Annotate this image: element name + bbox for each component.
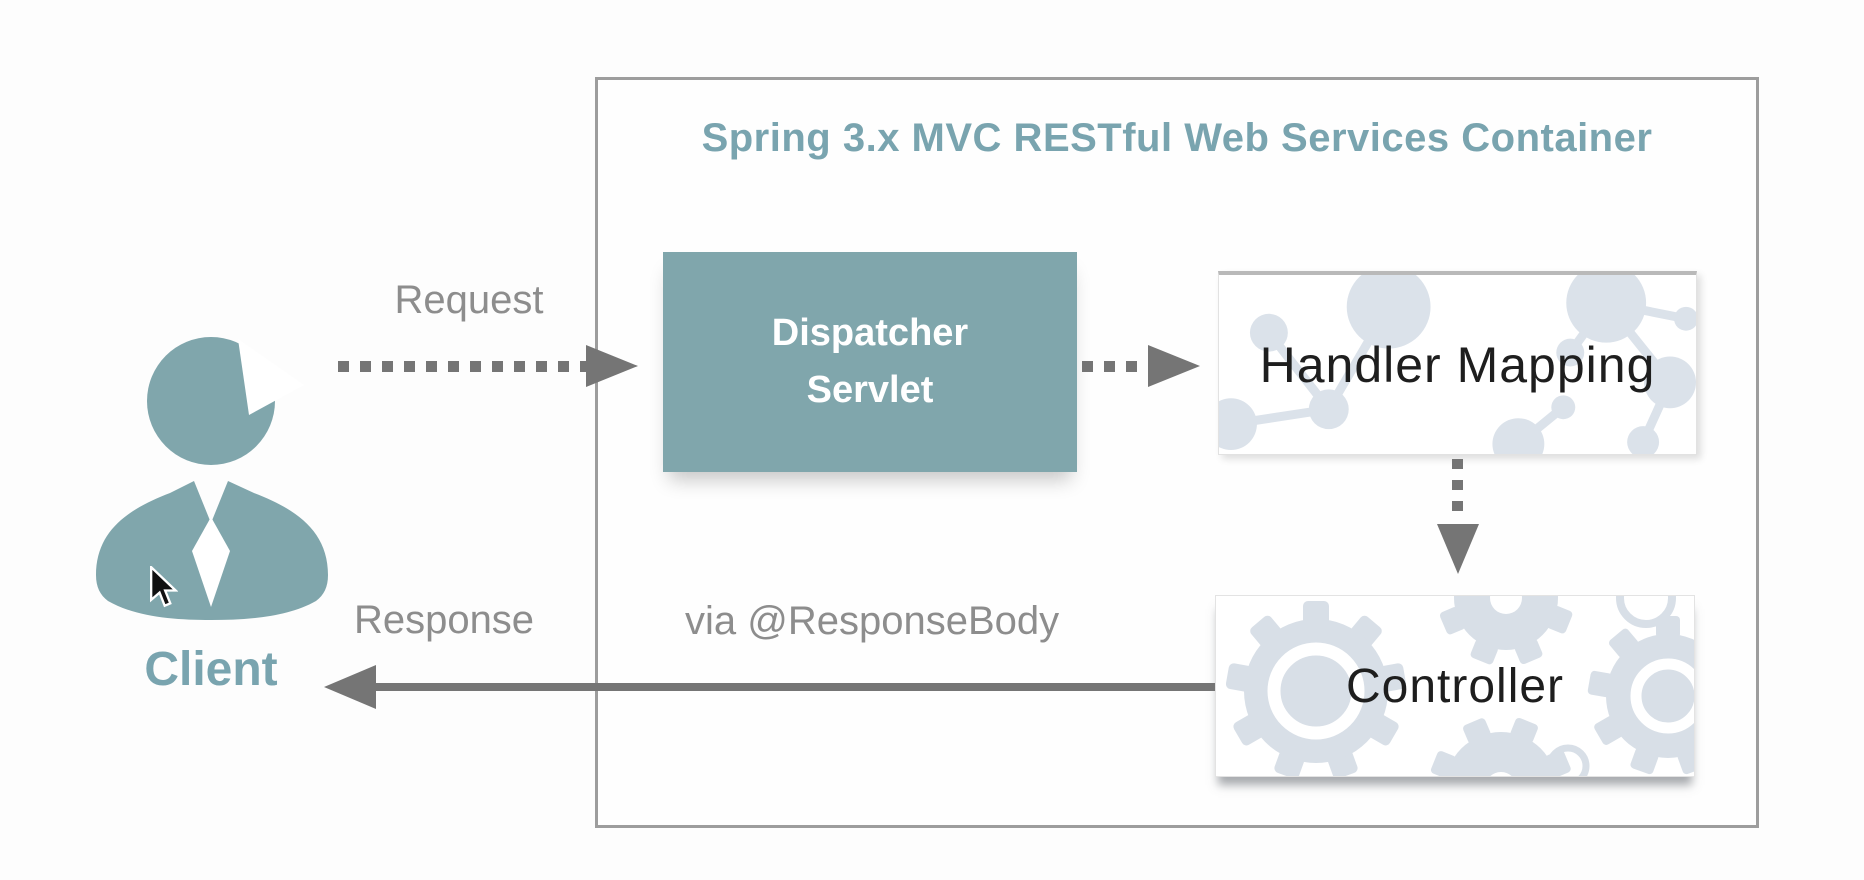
response-arrowhead-icon — [324, 665, 376, 709]
dispatcher-servlet-label-line1: Dispatcher — [771, 312, 969, 354]
dispatcher-to-handler-dotted-arrow — [1082, 361, 1140, 372]
dispatcher-servlet-node: Dispatcher Servlet — [663, 252, 1077, 472]
handler-mapping-label: Handler Mapping — [1259, 336, 1656, 393]
mouse-cursor-icon — [150, 566, 178, 608]
container-title: Spring 3.x MVC RESTful Web Services Cont… — [701, 116, 1653, 160]
request-dotted-arrow — [338, 361, 586, 372]
molecule-pattern-icon — [1219, 275, 1696, 454]
response-label: Response — [353, 598, 535, 642]
gears-pattern-icon — [1225, 596, 1694, 776]
dispatcher-to-handler-arrowhead-icon — [1148, 345, 1200, 387]
handler-mapping-node: Handler Mapping — [1218, 271, 1697, 455]
client-person-icon — [96, 337, 328, 620]
request-label: Request — [394, 278, 544, 322]
client-label: Client — [144, 643, 278, 696]
request-arrowhead-icon — [586, 345, 638, 387]
via-responsebody-label: via @ResponseBody — [685, 599, 1060, 643]
handler-to-controller-dotted-arrow — [1452, 459, 1463, 521]
handler-to-controller-arrowhead-icon — [1437, 524, 1479, 574]
controller-label: Controller — [1345, 659, 1565, 713]
response-arrow-line — [368, 683, 1215, 691]
dispatcher-servlet-label-line2: Servlet — [806, 369, 934, 411]
controller-node: Controller — [1215, 595, 1695, 777]
